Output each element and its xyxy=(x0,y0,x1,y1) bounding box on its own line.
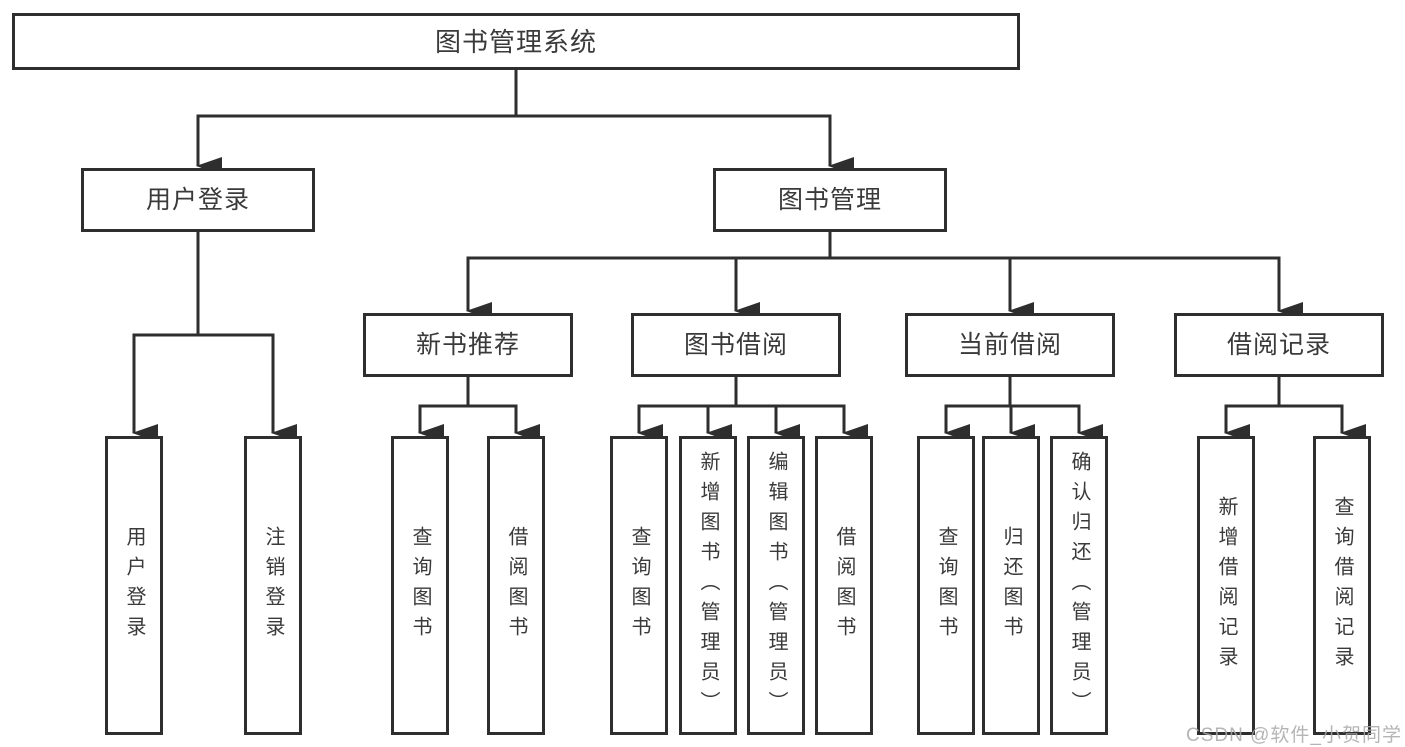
node-book-management: 图书管理 xyxy=(713,168,947,232)
watermark: CSDN @软件_小贺同学 xyxy=(1186,725,1402,746)
leaf-current-query-books: 查询图书 xyxy=(917,436,975,735)
node-book-management-label: 图书管理 xyxy=(777,185,882,214)
leaf-user-login: 用户登录 xyxy=(105,436,163,735)
leaf-user-login-label: 用户登录 xyxy=(123,525,145,646)
leaf-confirm-return-admin: 确认归还（管理员） xyxy=(1050,436,1108,735)
node-borrow-records: 借阅记录 xyxy=(1174,313,1384,377)
leaf-confirm-return-admin-label: 确认归还（管理员） xyxy=(1068,450,1090,721)
leaf-add-borrow-record: 新增借阅记录 xyxy=(1197,436,1255,735)
leaf-logout: 注销登录 xyxy=(244,436,302,735)
node-root: 图书管理系统 xyxy=(12,13,1020,70)
leaf-recommend-borrow-books-label: 借阅图书 xyxy=(505,525,527,646)
connector-trunks xyxy=(132,68,1344,408)
leaf-query-borrow-record-label: 查询借阅记录 xyxy=(1331,495,1353,676)
leaf-borrow-query-books: 查询图书 xyxy=(610,436,668,735)
leaf-recommend-borrow-books: 借阅图书 xyxy=(487,436,545,735)
leaf-recommend-query-books-label: 查询图书 xyxy=(409,525,431,646)
leaf-query-borrow-record: 查询借阅记录 xyxy=(1313,436,1371,735)
leaf-borrow-books: 借阅图书 xyxy=(815,436,873,735)
node-user-login-label: 用户登录 xyxy=(145,185,250,214)
leaf-return-books: 归还图书 xyxy=(982,436,1040,735)
node-current-borrow-label: 当前借阅 xyxy=(957,330,1062,359)
leaf-recommend-query-books: 查询图书 xyxy=(391,436,449,735)
node-user-login: 用户登录 xyxy=(81,168,315,232)
leaf-add-borrow-record-label: 新增借阅记录 xyxy=(1215,495,1237,676)
leaf-borrow-query-books-label: 查询图书 xyxy=(628,525,650,646)
node-current-borrow: 当前借阅 xyxy=(905,313,1115,377)
node-book-borrow-label: 图书借阅 xyxy=(683,330,788,359)
leaf-add-books-admin-label: 新增图书（管理员） xyxy=(697,450,719,721)
leaf-borrow-books-label: 借阅图书 xyxy=(833,525,855,646)
leaf-edit-books-admin: 编辑图书（管理员） xyxy=(747,436,805,735)
node-new-book-recommend-label: 新书推荐 xyxy=(415,330,520,359)
node-root-label: 图书管理系统 xyxy=(434,26,597,57)
leaf-return-books-label: 归还图书 xyxy=(1000,525,1022,646)
leaf-add-books-admin: 新增图书（管理员） xyxy=(679,436,737,735)
leaf-logout-label: 注销登录 xyxy=(262,525,284,646)
node-new-book-recommend: 新书推荐 xyxy=(363,313,573,377)
leaf-edit-books-admin-label: 编辑图书（管理员） xyxy=(765,450,787,721)
node-borrow-records-label: 借阅记录 xyxy=(1226,330,1331,359)
leaf-current-query-books-label: 查询图书 xyxy=(935,525,957,646)
node-book-borrow: 图书借阅 xyxy=(631,313,841,377)
